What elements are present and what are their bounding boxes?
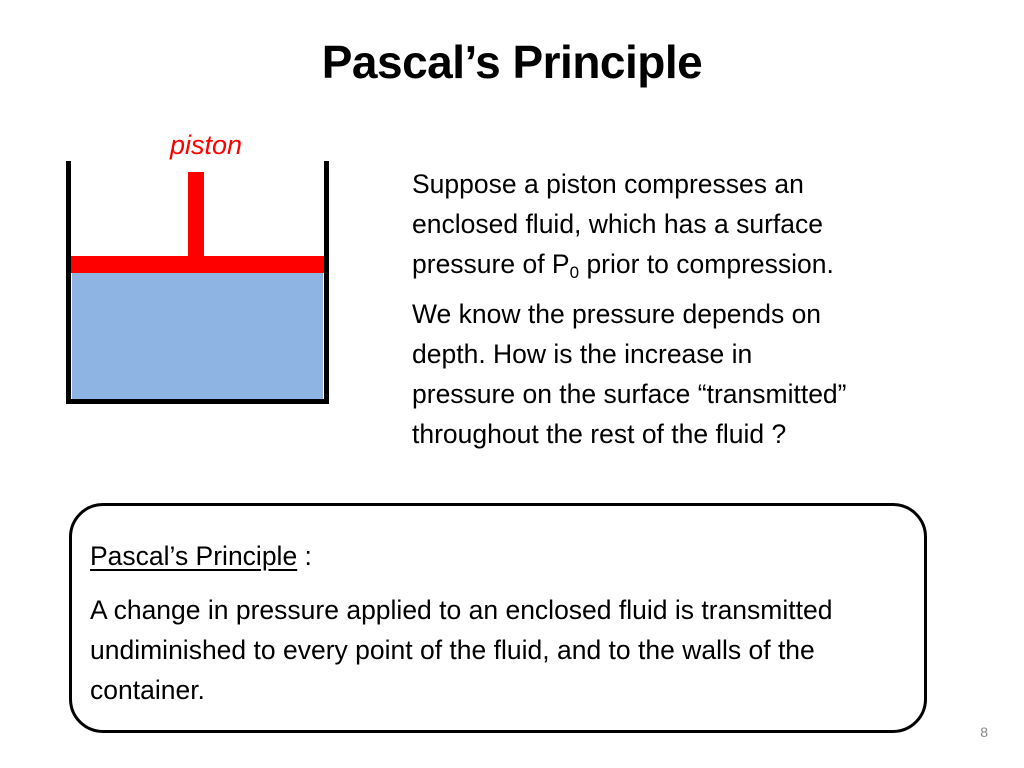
principle-callout-box: Pascal’s Principle : A change in pressur… bbox=[69, 503, 927, 733]
text-segment: prior to compression. bbox=[579, 249, 834, 279]
principle-content: Pascal’s Principle : A change in pressur… bbox=[90, 536, 920, 710]
piston-label: piston bbox=[169, 130, 243, 160]
piston-plate bbox=[71, 256, 324, 273]
slide-title: Pascal’s Principle bbox=[321, 36, 703, 88]
piston-container-graphic bbox=[66, 161, 329, 404]
paragraph-setup: Suppose a piston compresses an enclosed … bbox=[412, 164, 972, 284]
text-line-with-subscript: pressure of P0 prior to compression. bbox=[412, 244, 972, 284]
piston-rod bbox=[188, 172, 204, 262]
fluid bbox=[72, 273, 323, 400]
subscript-zero: 0 bbox=[569, 263, 580, 282]
text-line: throughout the rest of the fluid ? bbox=[412, 419, 787, 449]
paragraph-question: We know the pressure depends on depth. H… bbox=[412, 294, 972, 454]
text-line: We know the pressure depends on bbox=[412, 299, 822, 329]
principle-heading-suffix: : bbox=[297, 541, 312, 571]
text-line: pressure on the surface “transmitted” bbox=[412, 379, 847, 409]
slide-number: 8 bbox=[980, 724, 988, 740]
piston-diagram: piston bbox=[60, 125, 340, 415]
explanation-text: Suppose a piston compresses an enclosed … bbox=[412, 164, 972, 454]
text-line: enclosed fluid, which has a surface bbox=[412, 209, 823, 239]
principle-statement: A change in pressure applied to an enclo… bbox=[90, 595, 833, 705]
text-line: depth. How is the increase in bbox=[412, 339, 753, 369]
text-segment: pressure of P bbox=[412, 249, 570, 279]
text-line: Suppose a piston compresses an bbox=[412, 169, 804, 199]
principle-heading: Pascal’s Principle : bbox=[90, 536, 920, 576]
principle-heading-text: Pascal’s Principle bbox=[90, 541, 298, 571]
